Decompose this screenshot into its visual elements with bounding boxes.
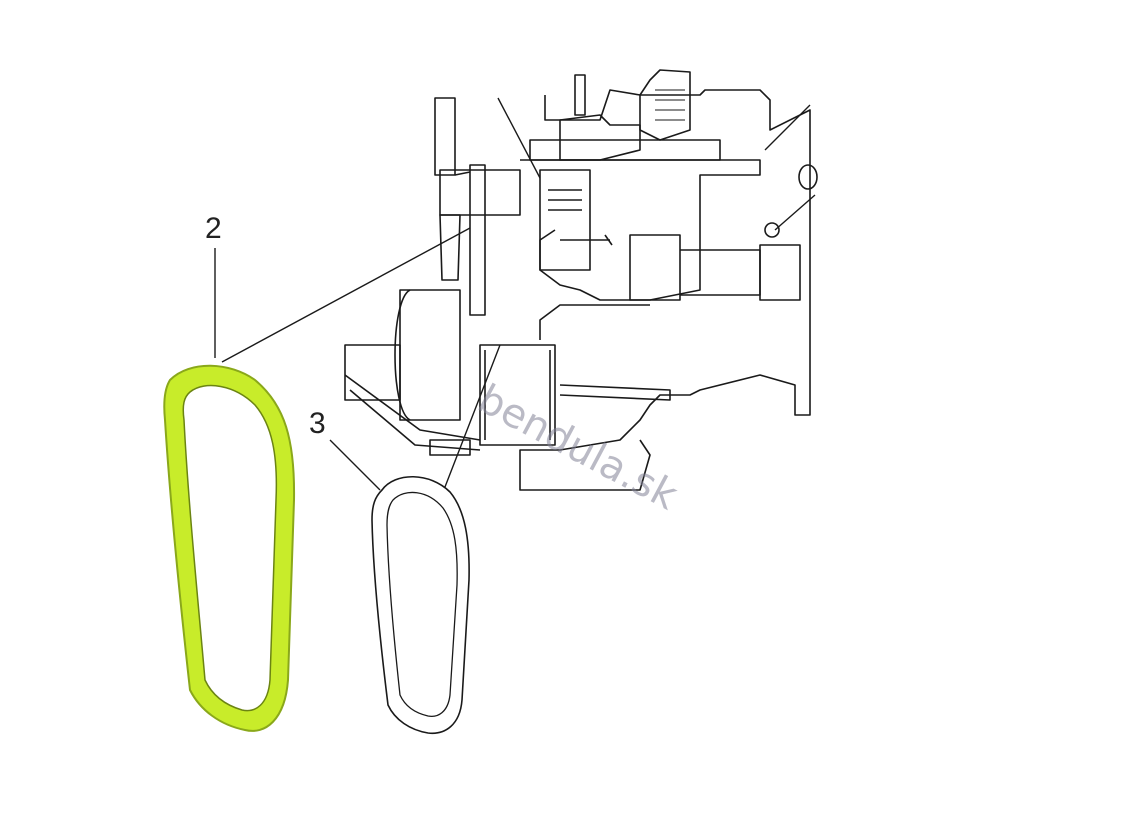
compressor	[479, 344, 556, 446]
belt-3-inner	[386, 491, 458, 718]
hose-1	[539, 304, 650, 340]
manifold	[529, 139, 721, 161]
turbo-elbow	[639, 69, 691, 141]
pipe-horizontal	[680, 249, 761, 296]
fan-hub	[439, 169, 521, 216]
fan-blade-top	[434, 97, 456, 176]
belt-2-callout-label: 2	[205, 212, 222, 245]
belt-3-callout-label: 3	[309, 407, 326, 440]
leader-line-belt-3	[329, 344, 501, 506]
belt-2-inner	[182, 384, 278, 712]
alternator	[399, 289, 461, 421]
turbo-housing	[559, 114, 641, 161]
fan-blade-bottom	[439, 214, 461, 281]
water-pump	[539, 169, 591, 271]
engine-side	[520, 159, 761, 301]
bracket-arm	[344, 374, 481, 451]
engine-block	[519, 89, 811, 491]
hose-2	[559, 384, 671, 401]
belt-3[interactable]	[371, 475, 470, 734]
filter-canister	[629, 234, 681, 301]
belt-2[interactable]	[163, 364, 296, 732]
leader-line-belt-2	[221, 227, 471, 363]
